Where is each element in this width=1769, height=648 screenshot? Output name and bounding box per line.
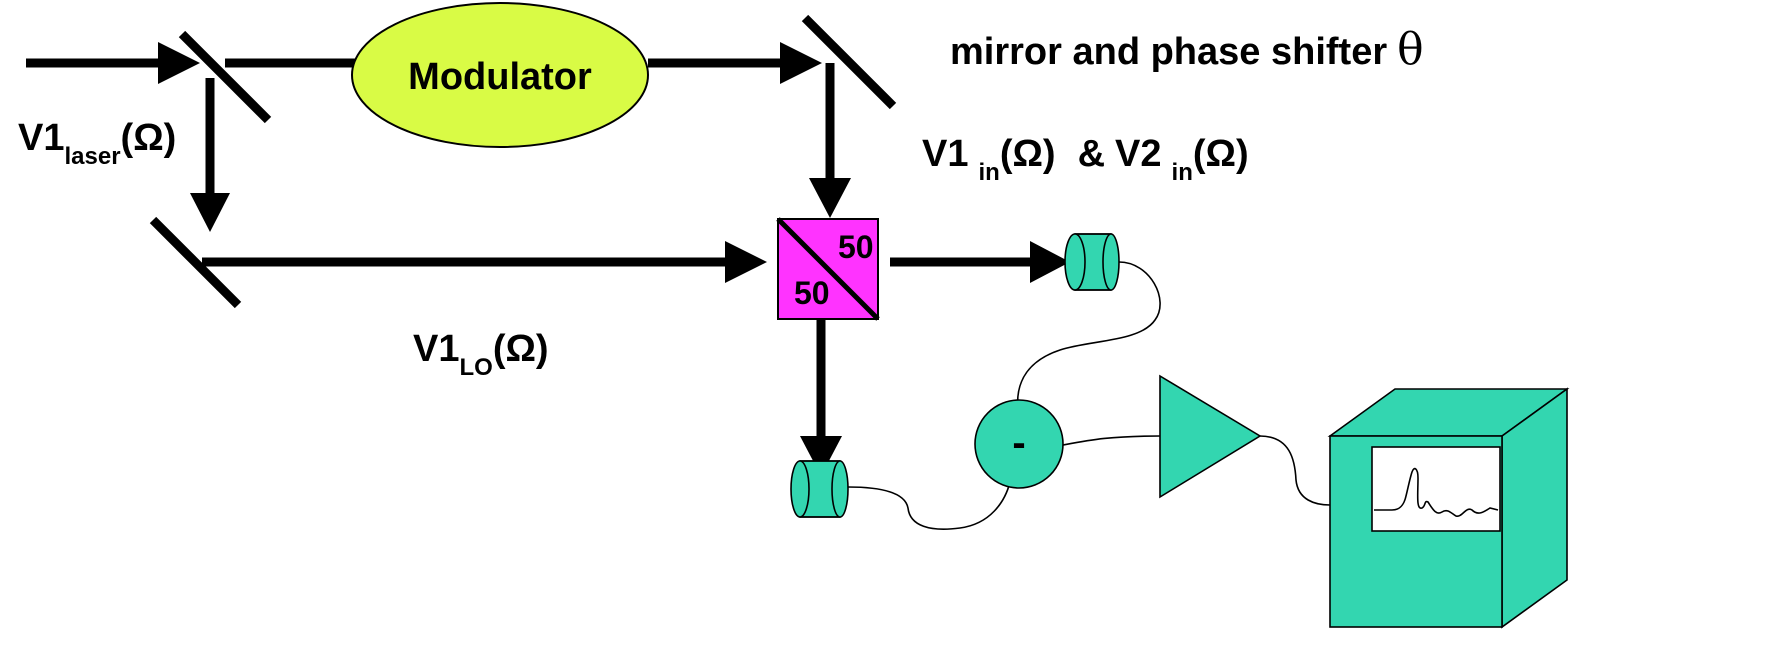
input-beam-arrow: [26, 42, 200, 84]
beamsplitter-50-50: 50 50: [776, 217, 880, 321]
wire-amplifier-to-scope: [1259, 435, 1331, 506]
oscilloscope-icon: [1327, 387, 1570, 629]
subtractor-minus-sign: -: [1012, 421, 1025, 465]
split-ratio-bottom: 50: [794, 275, 830, 311]
detector-cylinder-icon: [1064, 233, 1120, 291]
wire-subtractor-to-amplifier: [1062, 435, 1161, 446]
beam-modulator-to-mirror: [648, 42, 822, 84]
lo-mirror: [149, 216, 242, 309]
modulator-ellipse: [351, 2, 649, 148]
modulator-label: Modulator: [408, 56, 592, 98]
wire-bottom-detector-to-subtractor: [847, 481, 1011, 530]
amplifier-triangle-icon: [1159, 374, 1262, 499]
beam-to-lo-mirror: [190, 78, 230, 232]
scope-screen: [1371, 446, 1501, 532]
v1-laser-label: V1laser(Ω): [18, 117, 176, 170]
subtractor: -: [974, 399, 1064, 489]
output-beam-down: [800, 319, 842, 476]
detector-cylinder-icon: [790, 460, 849, 518]
split-ratio-top: 50: [838, 229, 874, 265]
wire-top-detector-to-subtractor: [1016, 261, 1161, 411]
phase-shifter-mirror: [801, 14, 897, 110]
beam-mirror-to-splitter: [809, 63, 851, 218]
modulator: Modulator: [351, 2, 649, 148]
v1-lo-label: V1LO(Ω): [413, 328, 549, 381]
input-beamsplitter-mirror: [178, 30, 272, 124]
output-beam-right: [890, 241, 1070, 283]
theta-symbol: θ: [1397, 24, 1424, 75]
lo-beam-arrow: [202, 241, 767, 283]
scope-trace: [1374, 467, 1499, 517]
